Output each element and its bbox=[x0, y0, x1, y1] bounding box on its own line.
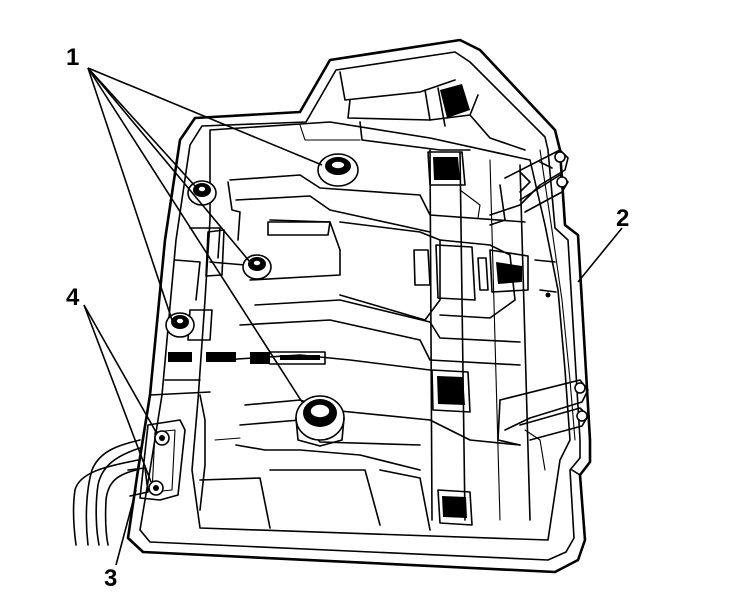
callout-1: 1 bbox=[66, 44, 79, 71]
wiring-harness bbox=[72, 439, 141, 546]
mounting-bracket-upper bbox=[489, 149, 569, 226]
bolt-boss-middle bbox=[242, 254, 272, 280]
leader-1-a bbox=[87, 67, 323, 166]
bolt-boss-lower-center bbox=[295, 395, 345, 447]
leader-4-b bbox=[83, 304, 152, 483]
leader-lines bbox=[83, 67, 623, 566]
leader-1-b bbox=[87, 67, 196, 187]
tray-center-ribs bbox=[199, 149, 557, 531]
bolt-boss-upper-left bbox=[187, 180, 217, 206]
bolt-boss-upper-right bbox=[317, 153, 359, 187]
leader-1-c bbox=[87, 67, 251, 263]
mounting-bracket-lower bbox=[497, 379, 589, 471]
tray-rear-wall bbox=[299, 71, 526, 151]
harness-bracket bbox=[127, 419, 186, 501]
leader-4-a bbox=[83, 304, 157, 433]
bolt-boss-lower-left bbox=[165, 312, 195, 338]
leader-1-e bbox=[87, 67, 303, 403]
leader-1-d bbox=[87, 67, 173, 321]
callout-4: 4 bbox=[66, 284, 80, 311]
tray-body bbox=[126, 38, 592, 574]
callout-3: 3 bbox=[104, 565, 117, 592]
leader-3 bbox=[115, 489, 137, 566]
leader-2 bbox=[577, 227, 623, 283]
tray-left-features bbox=[149, 181, 331, 511]
callout-2: 2 bbox=[616, 205, 629, 232]
